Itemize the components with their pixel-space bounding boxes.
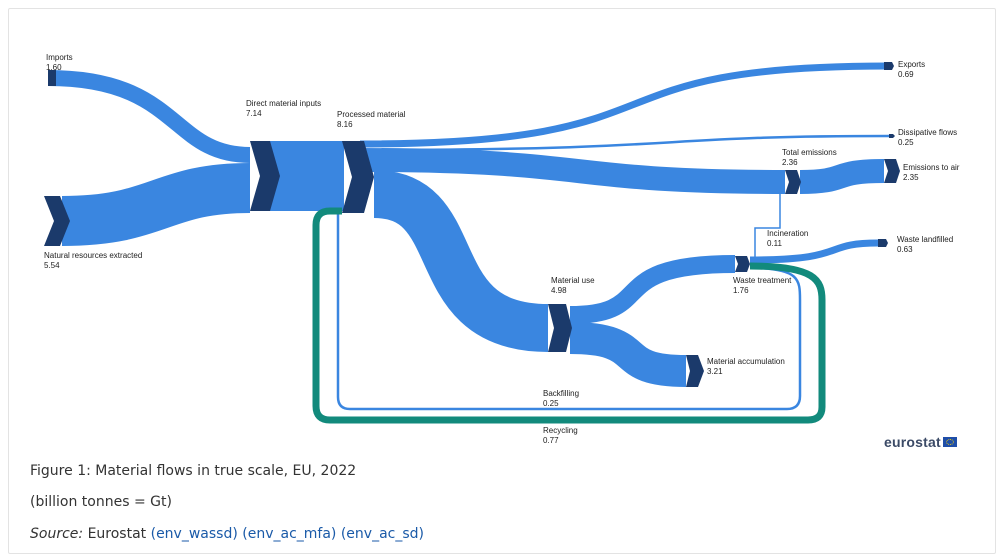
label-waste-treatment: Waste treatment 1.76 [733,276,794,295]
label-waste-treatment-value: 1.76 [733,286,749,295]
node-natural-resources [44,196,70,246]
label-imports-value: 1.60 [46,63,62,72]
label-imports: Imports 1.60 [46,53,75,72]
node-total-emissions [785,170,801,194]
flow-backfilling [336,212,802,411]
logo-text: eurostat [884,434,941,450]
sankey-svg: Imports 1.60 Natural resources extracted… [44,53,962,445]
node-material-use [548,304,572,352]
flow-to-total-emissions [359,148,786,194]
source-link-env-ac-sd[interactable]: (env_ac_sd) [340,526,424,542]
eu-flag-icon [942,437,957,447]
node-imports [48,70,56,86]
label-backfilling-value: 0.25 [543,399,559,408]
flow-imports-dmi [47,70,251,163]
label-recycling: Recycling 0.77 [543,426,580,445]
label-waste-treatment-name: Waste treatment [733,276,792,285]
label-waste-landfilled: Waste landfilled 0.63 [897,235,955,254]
label-landfilled-value: 0.63 [897,245,913,254]
figure-frame [8,8,996,554]
label-natural-resources-value: 5.54 [44,261,60,270]
label-dmi-name: Direct material inputs [246,99,321,108]
sankey-labels: Imports 1.60 Natural resources extracted… [44,53,962,445]
node-waste-treatment [735,256,750,272]
label-exports: Exports 0.69 [898,60,927,79]
flow-natural-dmi [61,163,251,246]
eurostat-logo: eurostat [884,434,957,450]
label-accumulation-name: Material accumulation [707,357,785,366]
label-material-accumulation: Material accumulation 3.21 [707,357,787,376]
label-dissipative-flows: Dissipative flows 0.25 [898,128,959,147]
label-accumulation-value: 3.21 [707,367,723,376]
label-material-use-value: 4.98 [551,286,567,295]
node-direct-material-inputs [250,141,280,211]
label-exports-value: 0.69 [898,70,914,79]
label-dissipative-name: Dissipative flows [898,128,957,137]
node-emissions-to-air [884,159,900,183]
source-org: Eurostat [87,526,147,542]
label-material-use-name: Material use [551,276,595,285]
figure-title: Figure 1: Material flows in true scale, … [30,463,357,479]
flow-waste-landfilled [749,239,879,264]
label-emissions-to-air: Emissions to air 2.35 [903,163,962,182]
sankey-flows [47,62,891,424]
flow-dissipative [359,134,891,152]
label-material-use: Material use 4.98 [551,276,597,295]
label-recycling-name: Recycling [543,426,578,435]
flow-emissions-air [799,159,885,194]
node-processed-material [342,141,374,213]
flow-processed-material-use [372,170,549,352]
label-processed-material: Processed material 8.16 [337,110,408,129]
label-total-emissions: Total emissions 2.36 [782,148,839,167]
label-incineration-value: 0.11 [767,239,783,248]
label-processed-value: 8.16 [337,120,353,129]
node-dissipative-flows [889,134,895,138]
flow-use-accumulation [569,322,687,387]
label-exports-name: Exports [898,60,925,69]
node-material-accumulation [686,355,704,387]
node-waste-landfilled [878,239,888,247]
label-emissions-air-name: Emissions to air [903,163,960,172]
flow-exports [359,62,889,148]
node-exports [884,62,894,70]
label-processed-name: Processed material [337,110,406,119]
label-backfilling: Backfilling 0.25 [543,389,581,408]
label-dissipative-value: 0.25 [898,138,914,147]
label-recycling-value: 0.77 [543,436,559,445]
label-natural-resources-name: Natural resources extracted [44,251,142,260]
figure-unit: (billion tonnes = Gt) [30,494,172,510]
label-dmi-value: 7.14 [246,109,262,118]
label-direct-material-inputs: Direct material inputs 7.14 [246,99,323,118]
label-incineration-name: Incineration [767,229,808,238]
label-backfilling-name: Backfilling [543,389,579,398]
label-total-emissions-name: Total emissions [782,148,837,157]
flow-incineration [754,194,781,258]
label-landfilled-name: Waste landfilled [897,235,953,244]
label-imports-name: Imports [46,53,73,62]
source-label: Source: [30,526,84,542]
label-incineration: Incineration 0.11 [767,229,811,248]
figure-source: Source: Eurostat (env_wassd) (env_ac_mfa… [30,526,424,542]
label-emissions-air-value: 2.35 [903,173,919,182]
source-link-env-wassd[interactable]: (env_wassd) [150,526,238,542]
flow-dmi-processed [270,141,344,211]
label-total-emissions-value: 2.36 [782,158,798,167]
label-natural-resources: Natural resources extracted 5.54 [44,251,145,270]
sankey-nodes [44,62,900,387]
flow-recycling [312,207,826,424]
flow-use-waste-treatment [569,255,736,324]
sankey-diagram: Imports 1.60 Natural resources extracted… [44,53,962,445]
source-link-env-ac-mfa[interactable]: (env_ac_mfa) [242,526,337,542]
